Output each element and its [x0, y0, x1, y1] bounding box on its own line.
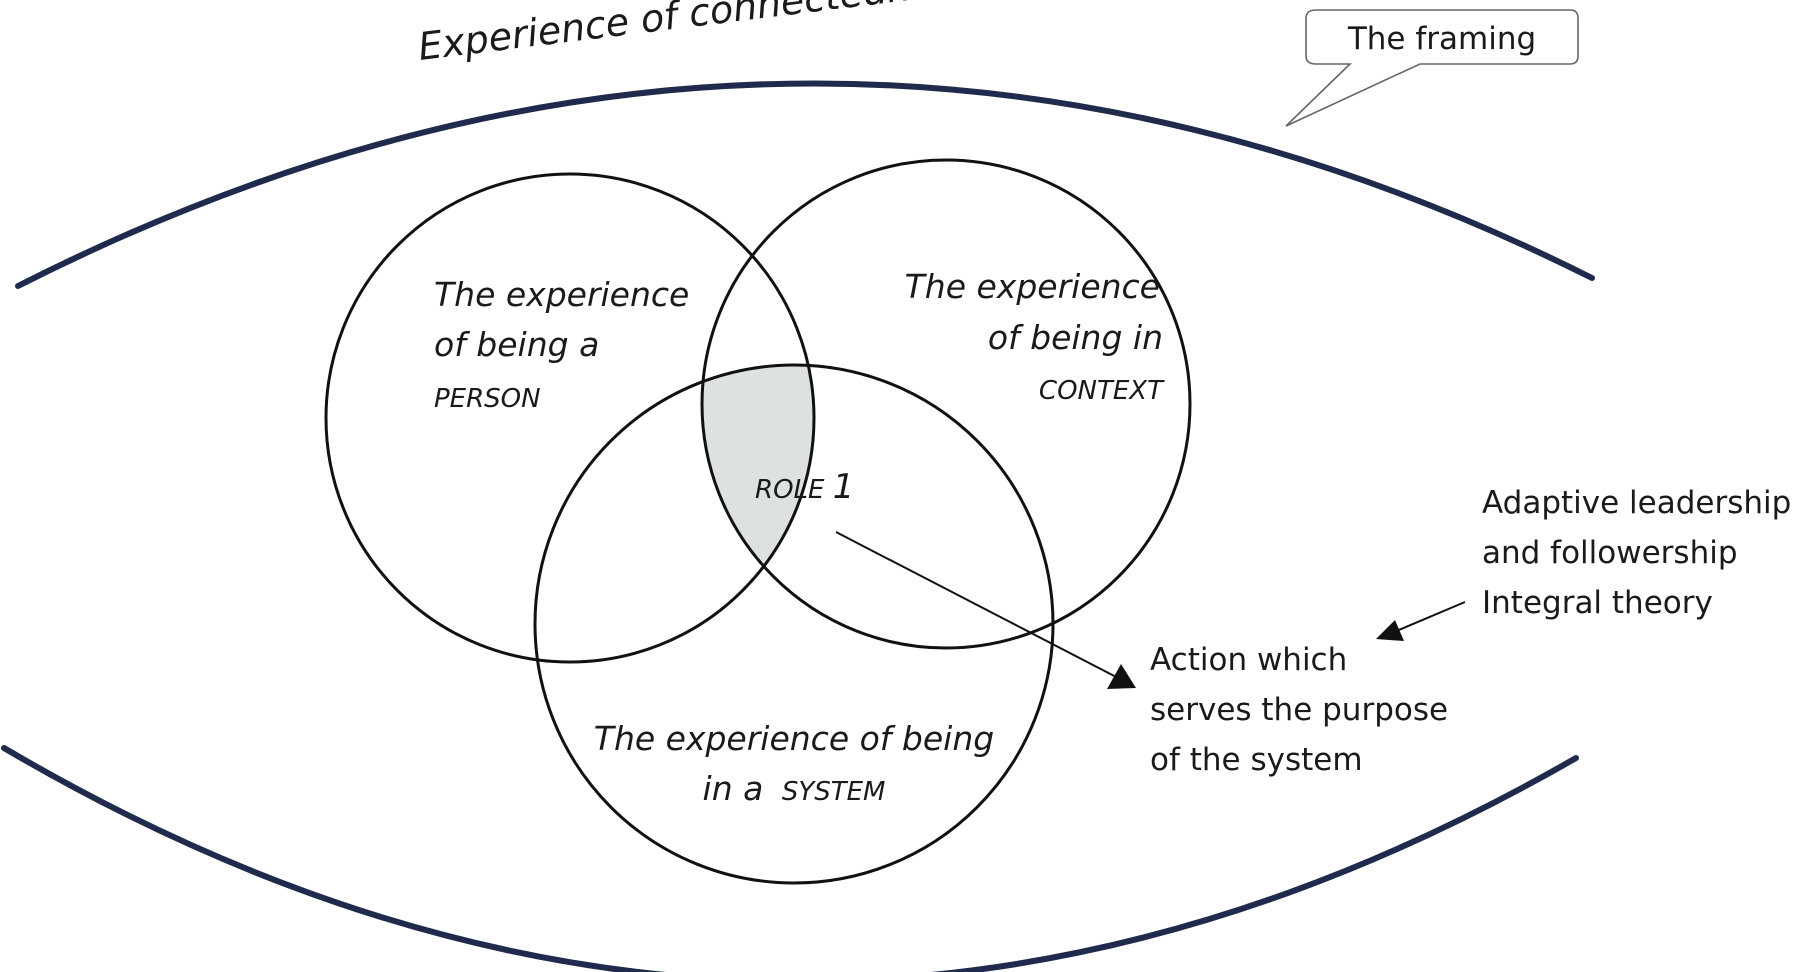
framing-callout: The framing — [1285, 9, 1579, 127]
framing-callout-text: The framing — [1347, 21, 1536, 57]
context-circle — [700, 158, 1192, 650]
role-label-number: 1 — [833, 467, 855, 507]
context-label-line2: of being in — [988, 318, 1163, 357]
diagram-title: Experience of connectedness and source — [416, 0, 1197, 69]
theories-text-line1: Adaptive leadership — [1482, 485, 1791, 521]
theories-text-line2: and followership — [1482, 535, 1738, 571]
person-label-emphasis: PERSON — [434, 384, 541, 414]
theories-to-action-connector — [1393, 601, 1466, 633]
theories-to-action-arrowhead — [1376, 620, 1404, 641]
system-label-line1: The experience of being — [594, 719, 994, 758]
system-circle — [533, 363, 1055, 885]
system-label-line2: in a SYSTEM — [703, 769, 886, 808]
action-text-line3: of the system — [1150, 742, 1363, 778]
context-label-emphasis: CONTEXT — [1039, 376, 1165, 406]
role-label: ROLE 1 — [755, 467, 854, 507]
person-label-line1: The experience — [434, 275, 689, 314]
action-text-line2: serves the purpose — [1150, 692, 1448, 728]
system-label-prefix: in a — [703, 769, 764, 808]
theories-text-line3: Integral theory — [1482, 585, 1713, 621]
role-to-action-connector — [835, 531, 1123, 681]
context-label-line1: The experience — [905, 267, 1160, 306]
system-label-emphasis: SYSTEM — [782, 777, 886, 807]
role-to-action-arrowhead — [1107, 664, 1136, 689]
person-label-line2: of being a — [434, 325, 599, 364]
lower-framing-arc — [1, 745, 1579, 972]
role-label-text: ROLE — [755, 475, 825, 505]
person-circle — [324, 172, 816, 664]
upper-framing-arc — [15, 80, 1595, 289]
action-text-line1: Action which — [1150, 642, 1347, 678]
